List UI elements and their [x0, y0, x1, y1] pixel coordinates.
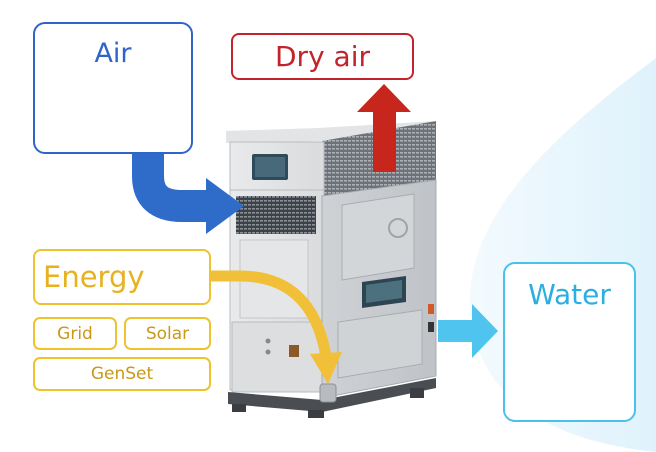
air-label: Air	[94, 38, 132, 69]
energy-label: Energy	[43, 260, 145, 294]
solar-source-node: Solar	[124, 317, 211, 350]
grid-label: Grid	[57, 323, 93, 344]
dehumidifier-unit	[226, 121, 437, 418]
dry-air-arrow-head	[357, 84, 411, 112]
grid-source-node: Grid	[33, 317, 117, 350]
water-node: Water	[503, 262, 636, 422]
air-arrow-head	[206, 178, 244, 234]
air-inflow-arrow	[132, 150, 212, 222]
dry-air-label: Dry air	[275, 40, 370, 73]
energy-node: Energy	[33, 249, 211, 305]
energy-arrow-head	[310, 352, 342, 384]
energy-flow-arrow	[206, 270, 332, 362]
solar-label: Solar	[145, 323, 190, 344]
genset-label: GenSet	[90, 364, 154, 384]
dry-air-arrow-shaft	[373, 110, 396, 172]
water-label: Water	[528, 278, 611, 311]
dry-air-node: Dry air	[231, 33, 414, 80]
water-arrow-shaft	[438, 320, 476, 342]
genset-source-node: GenSet	[33, 357, 211, 391]
air-node: Air	[33, 22, 193, 154]
water-arrow-head	[472, 304, 498, 358]
